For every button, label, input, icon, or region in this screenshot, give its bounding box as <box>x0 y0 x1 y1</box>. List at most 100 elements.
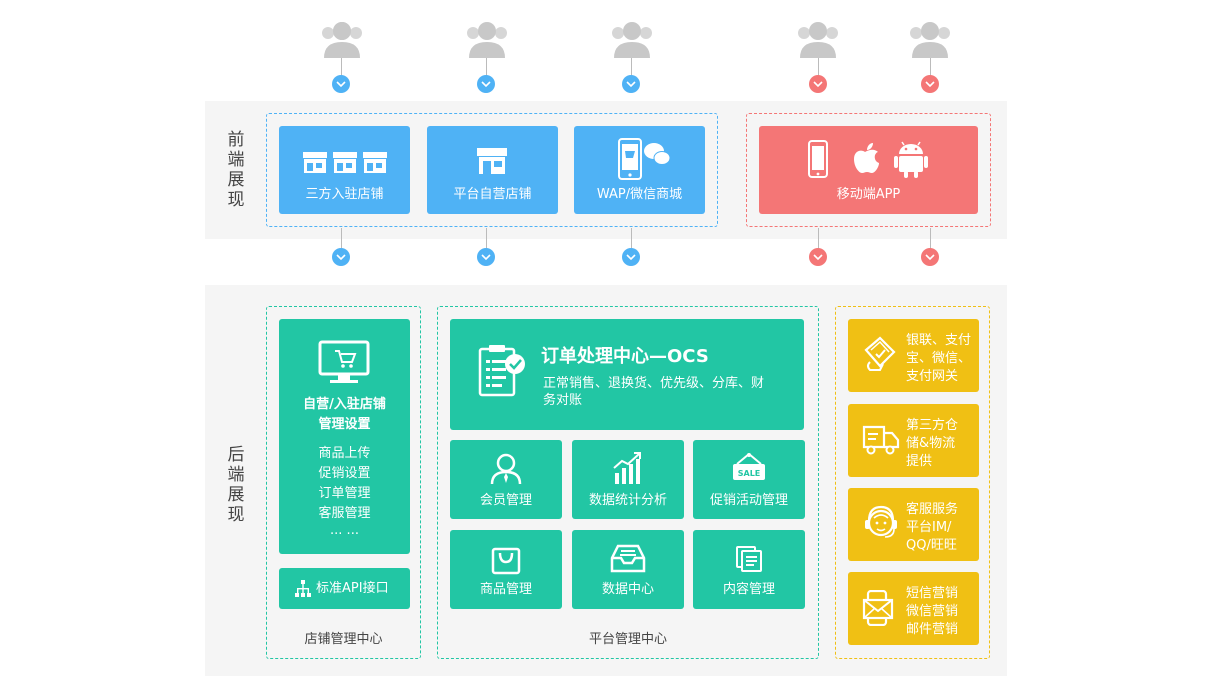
chevron-down-icon <box>921 248 939 266</box>
mobile-app-box[interactable]: 移动端APP <box>759 126 978 214</box>
store-settings-title: 自营/入驻店铺 管理设置 <box>279 395 410 435</box>
customer-service-box[interactable]: 客服服务 平台IM/ QQ/旺旺 <box>848 488 979 561</box>
list-item: 商品上传 <box>318 446 371 461</box>
service-line: 提供 <box>906 454 933 469</box>
mobile-os-icons <box>808 140 928 178</box>
service-line: 客服服务 <box>906 502 959 517</box>
phone-mail-icon <box>862 590 894 626</box>
ocs-description: 正常销售、退换货、优先级、分库、财 务对账 <box>543 375 764 409</box>
list-item: 客服管理 <box>318 506 371 521</box>
content-management-label: 内容管理 <box>722 582 775 597</box>
chevron-down-icon <box>477 248 495 266</box>
chevron-down-icon <box>332 75 350 93</box>
svg-text:SALE: SALE <box>738 469 761 478</box>
mobile-app-label: 移动端APP <box>836 187 901 202</box>
headset-agent-icon <box>865 505 897 538</box>
title-line: 管理设置 <box>318 417 371 432</box>
desc-line: 务对账 <box>543 393 583 408</box>
service-line: 支付网关 <box>906 369 959 384</box>
title-line: 自营/入驻店铺 <box>303 397 386 412</box>
data-center-label: 数据中心 <box>601 582 654 597</box>
store-center-title: 店铺管理中心 <box>304 632 383 647</box>
desc-line: 正常销售、退换货、优先级、分库、财 <box>543 376 765 391</box>
service-line: QQ/旺旺 <box>906 538 957 553</box>
api-label: 标准API接口 <box>316 581 389 596</box>
member-management-box[interactable]: 会员管理 <box>450 440 562 519</box>
payment-card-icon <box>864 336 896 371</box>
user-icon <box>465 20 509 60</box>
data-center-box[interactable]: 数据中心 <box>572 530 684 609</box>
user-icon <box>796 20 840 60</box>
app-group <box>746 113 991 227</box>
platform-center-group <box>437 306 819 659</box>
service-line: 银联、支付 <box>906 333 972 348</box>
service-line: 宝、微信、 <box>906 351 972 366</box>
front-label: 前端展现 <box>227 130 245 210</box>
list-item: 促销设置 <box>318 466 371 481</box>
chevron-down-icon <box>809 248 827 266</box>
platform-store-box[interactable]: 平台自营店铺 <box>427 126 558 214</box>
chevron-down-icon <box>622 75 640 93</box>
member-management-label: 会员管理 <box>479 493 532 508</box>
service-line: 微信营销 <box>906 604 959 619</box>
content-management-box[interactable]: 内容管理 <box>693 530 805 609</box>
promo-management-box[interactable]: SALE 促销活动管理 <box>693 440 805 519</box>
service-line: 平台IM/ <box>906 520 952 535</box>
store-icon <box>303 152 387 173</box>
goods-management-label: 商品管理 <box>479 582 532 597</box>
store-center-group <box>266 306 421 659</box>
list-item: ... ... <box>330 523 359 538</box>
monitor-cart-icon <box>318 340 370 383</box>
marketing-box[interactable]: 短信营销 微信营销 邮件营销 <box>848 572 979 645</box>
delivery-truck-icon <box>862 425 900 455</box>
user-icon <box>610 20 654 60</box>
data-stats-box[interactable]: 数据统计分析 <box>572 440 684 519</box>
sitemap-icon <box>295 580 311 597</box>
user-icon <box>320 20 364 60</box>
clipboard-check-icon <box>478 345 525 397</box>
sale-sign-icon: SALE <box>733 453 765 480</box>
service-line: 第三方仓 <box>906 418 959 433</box>
wap-wechat-label: WAP/微信商城 <box>596 187 683 202</box>
marketing-label: 短信营销 微信营销 邮件营销 <box>906 585 958 639</box>
mobile-wechat-icon <box>618 138 670 180</box>
service-line: 邮件营销 <box>906 622 959 637</box>
chevron-down-icon <box>622 248 640 266</box>
payment-label: 银联、支付 宝、微信、 支付网关 <box>906 332 971 386</box>
chevron-down-icon <box>332 248 350 266</box>
back-label: 后端展现 <box>227 445 245 525</box>
promo-management-label: 促销活动管理 <box>709 493 788 508</box>
chevron-down-icon <box>477 75 495 93</box>
shopping-bag-icon <box>491 547 521 575</box>
user-icon <box>908 20 952 60</box>
platform-center-title: 平台管理中心 <box>588 632 667 647</box>
payment-box[interactable]: 银联、支付 宝、微信、 支付网关 <box>848 319 979 392</box>
documents-icon <box>736 546 762 572</box>
platform-store-label: 平台自营店铺 <box>453 187 532 202</box>
service-line: 短信营销 <box>906 586 959 601</box>
goods-management-box[interactable]: 商品管理 <box>450 530 562 609</box>
web-group <box>266 113 718 227</box>
customer-service-label: 客服服务 平台IM/ QQ/旺旺 <box>906 501 958 555</box>
wap-wechat-box[interactable]: WAP/微信商城 <box>574 126 705 214</box>
user-icon <box>490 453 522 485</box>
ocs-title: 订单处理中心—OCS <box>541 346 709 367</box>
store-settings-box[interactable]: 自营/入驻店铺 管理设置 商品上传 促销设置 订单管理 客服管理 ... ... <box>279 319 410 554</box>
store-icon <box>477 148 507 174</box>
store-settings-list: 商品上传 促销设置 订单管理 客服管理 ... ... <box>279 444 410 538</box>
logistics-box[interactable]: 第三方仓 储&物流 提供 <box>848 404 979 477</box>
third-party-stores-box[interactable]: 三方入驻店铺 <box>279 126 410 214</box>
chevron-down-icon <box>921 75 939 93</box>
third-party-stores-label: 三方入驻店铺 <box>305 187 384 202</box>
inbox-tray-icon <box>610 544 646 573</box>
bar-chart-icon <box>613 452 641 484</box>
services-group <box>835 306 990 659</box>
logistics-label: 第三方仓 储&物流 提供 <box>906 417 958 471</box>
service-line: 储&物流 <box>906 436 956 451</box>
chevron-down-icon <box>809 75 827 93</box>
data-stats-label: 数据统计分析 <box>588 493 667 508</box>
ocs-box[interactable]: 订单处理中心—OCS 正常销售、退换货、优先级、分库、财 务对账 <box>450 319 804 430</box>
api-box[interactable]: 标准API接口 <box>279 568 410 609</box>
list-item: 订单管理 <box>318 486 371 501</box>
